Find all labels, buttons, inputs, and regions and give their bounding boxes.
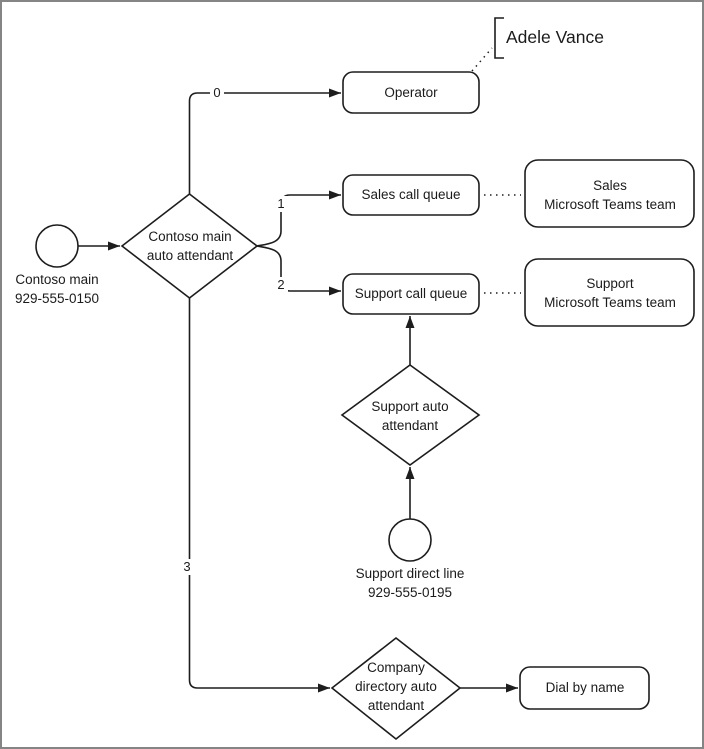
branch-label-0: 0	[210, 85, 224, 101]
team-box-support-teams-team	[524, 258, 695, 327]
label-line: 929-555-0150	[14, 291, 100, 306]
label-line: Sales	[593, 178, 627, 193]
label-support-auto-attendant: Support auto attendant	[330, 397, 490, 435]
label-contoso-main-entry: Contoso main 929-555-0150	[2, 270, 137, 308]
label-company-directory-auto-attendant: Company directory auto attendant	[316, 658, 476, 715]
branch-label-1: 1	[274, 196, 288, 212]
dotted-connector-operator-to-adele-vance	[471, 47, 493, 72]
connector-main-aa-to-company-directory	[188, 298, 330, 693]
label-line: attendant	[367, 698, 425, 713]
branch-label-2: 2	[274, 277, 288, 293]
connector-main-aa-to-operator	[188, 88, 341, 194]
label-sales-teams-team: Sales Microsoft Teams team	[524, 176, 696, 214]
label-line: attendant	[381, 418, 439, 433]
process-box-sales-call-queue	[342, 174, 480, 216]
decision-diamond-support-auto-attendant	[340, 364, 481, 466]
label-support-call-queue: Support call queue	[331, 284, 491, 303]
entry-circle-contoso-main	[35, 224, 79, 268]
label-dial-by-name: Dial by name	[505, 678, 665, 697]
process-box-support-call-queue	[342, 273, 480, 315]
label-line: Microsoft Teams team	[544, 197, 676, 212]
label-line: Adele Vance	[506, 27, 604, 47]
process-box-operator	[342, 71, 480, 114]
label-line: 929-555-0195	[367, 585, 453, 600]
label-contoso-main-auto-attendant: Contoso main auto attendant	[110, 227, 270, 265]
label-line: Company	[367, 660, 425, 675]
person-bracket-icon	[494, 17, 504, 59]
label-line: Sales call queue	[361, 187, 461, 202]
team-box-sales-teams-team	[524, 159, 695, 228]
label-support-teams-team: Support Microsoft Teams team	[524, 274, 696, 312]
label-line: Dial by name	[545, 680, 625, 695]
label-support-direct-line-entry: Support direct line 929-555-0195	[330, 564, 490, 602]
label-line: directory auto	[355, 679, 437, 694]
process-box-dial-by-name	[519, 666, 650, 710]
label-operator: Operator	[331, 83, 491, 102]
label-line: Contoso main	[15, 272, 99, 287]
label-line: Microsoft Teams team	[544, 295, 676, 310]
label-line: auto attendant	[146, 248, 234, 263]
label-line: Support direct line	[355, 566, 465, 581]
label-line: Support auto	[371, 399, 449, 414]
label-line: Support	[586, 276, 634, 291]
decision-diamond-company-directory-auto-attendant	[330, 636, 462, 741]
branch-label-3: 3	[180, 559, 194, 575]
entry-circle-support-direct-line	[388, 518, 432, 562]
label-line: Contoso main	[148, 229, 232, 244]
label-adele-vance: Adele Vance	[506, 25, 676, 49]
label-sales-call-queue: Sales call queue	[331, 185, 491, 204]
label-line: Support call queue	[354, 286, 468, 301]
label-line: Operator	[384, 85, 438, 100]
